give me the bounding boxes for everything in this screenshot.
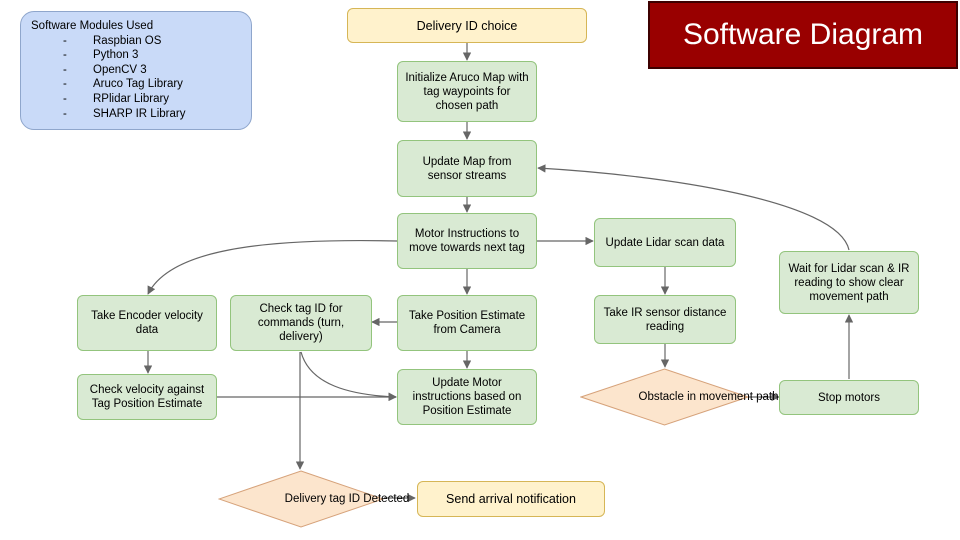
node-initialize-aruco-map: Initialize Aruco Map with tag waypoints … [397,61,537,122]
module-item: OpenCV 3 [31,63,241,78]
arrow-check-tag-to-update-motor [300,351,397,401]
software-modules-box: Software Modules Used Raspbian OS Python… [20,11,252,130]
decision-shape [218,470,384,528]
node-send-arrival-notification: Send arrival notification [417,481,605,517]
diagram-title: Software Diagram [648,1,958,69]
node-take-position-estimate: Take Position Estimate from Camera [397,295,537,351]
node-check-velocity: Check velocity against Tag Position Esti… [77,374,217,420]
modules-list: Raspbian OS Python 3 OpenCV 3 Aruco Tag … [31,34,241,122]
node-update-map: Update Map from sensor streams [397,140,537,197]
decision-obstacle-in-path: Obstacle in movement path [580,368,779,426]
arrow-wait-to-update-map [537,164,850,251]
decision-label: Delivery tag ID Detected [284,493,410,505]
arrow-motor-to-encoder [147,239,398,295]
node-stop-motors: Stop motors [779,380,919,415]
node-wait-for-clear-path: Wait for Lidar scan & IR reading to show… [779,251,919,314]
node-delivery-id-choice: Delivery ID choice [347,8,587,43]
node-take-ir-reading: Take IR sensor distance reading [594,295,736,344]
decision-shape [580,368,749,426]
module-item: Raspbian OS [31,34,241,49]
module-item: Aruco Tag Library [31,77,241,92]
node-update-lidar: Update Lidar scan data [594,218,736,267]
node-check-tag-id: Check tag ID for commands (turn, deliver… [230,295,372,351]
node-update-motor-instructions: Update Motor instructions based on Posit… [397,369,537,425]
modules-heading: Software Modules Used [31,20,154,32]
module-item: SHARP IR Library [31,107,241,122]
module-item: Python 3 [31,48,241,63]
decision-delivery-tag-detected: Delivery tag ID Detected [218,470,409,528]
module-item: RPlidar Library [31,92,241,107]
node-take-encoder-velocity: Take Encoder velocity data [77,295,217,351]
decision-label: Obstacle in movement path [638,391,779,403]
node-motor-instructions: Motor Instructions to move towards next … [397,213,537,269]
